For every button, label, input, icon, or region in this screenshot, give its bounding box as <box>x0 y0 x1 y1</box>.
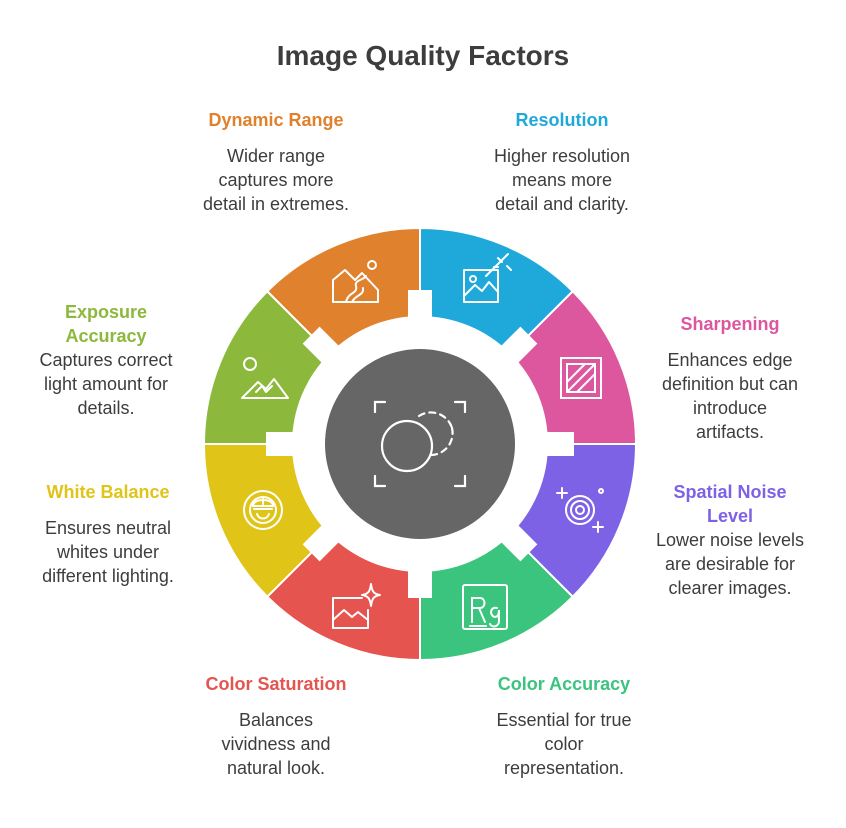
factor-exposure-accuracy: Exposure Accuracy Captures correct light… <box>6 300 206 420</box>
factor-title: Color Accuracy <box>497 674 631 694</box>
desc-line: Captures correct <box>39 350 173 370</box>
image-magic-icon <box>463 253 512 303</box>
rg-symbol-icon <box>462 584 508 630</box>
factor-title-line: Exposure <box>64 302 148 322</box>
desc-line: color <box>544 734 584 754</box>
factor-desc: Lower noise levels are desirable for cle… <box>630 528 830 600</box>
factor-sharpening: Sharpening Enhances edge definition but … <box>630 312 830 444</box>
desc-line: light amount for <box>43 374 169 394</box>
factor-title-line: Level <box>706 506 754 526</box>
factor-white-balance: White Balance Ensures neutral whites und… <box>8 480 208 588</box>
camera-lens-icon <box>373 400 467 488</box>
desc-line: natural look. <box>226 758 326 778</box>
desc-line: are desirable for <box>664 554 796 574</box>
factor-title: Resolution <box>515 110 609 130</box>
desc-line: introduce <box>692 398 768 418</box>
desc-line: Ensures neutral <box>44 518 172 538</box>
hatched-square-icon <box>560 357 602 399</box>
desc-line: Enhances edge <box>667 350 793 370</box>
image-sparkle-icon <box>332 583 381 629</box>
desc-line: artifacts. <box>695 422 765 442</box>
factor-title: Dynamic Range <box>208 110 344 130</box>
desc-line: details. <box>77 398 135 418</box>
factor-desc: Wider range captures more detail in extr… <box>176 144 376 216</box>
factor-desc: Enhances edge definition but can introdu… <box>630 348 830 444</box>
factor-title-line: Accuracy <box>65 326 147 346</box>
desc-line: representation. <box>503 758 625 778</box>
factor-desc: Ensures neutral whites under different l… <box>8 516 208 588</box>
factor-desc: Balances vividness and natural look. <box>176 708 376 780</box>
factor-title: Exposure Accuracy <box>6 300 206 348</box>
factor-desc: Essential for true color representation. <box>464 708 664 780</box>
center-circle <box>325 349 515 539</box>
worker-gear-icon <box>243 490 283 530</box>
factor-title: Sharpening <box>680 314 780 334</box>
desc-line: clearer images. <box>668 578 792 598</box>
factor-resolution: Resolution Higher resolution means more … <box>462 108 662 216</box>
desc-line: Wider range <box>226 146 326 166</box>
page-title: Image Quality Factors <box>276 40 570 71</box>
desc-line: whites under <box>56 542 160 562</box>
factor-color-accuracy: Color Accuracy Essential for true color … <box>464 672 664 780</box>
factor-dynamic-range: Dynamic Range Wider range captures more … <box>176 108 376 216</box>
desc-line: detail and clarity. <box>495 194 629 214</box>
desc-line: captures more <box>218 170 334 190</box>
factor-title-line: Spatial Noise <box>673 482 787 502</box>
factor-title: White Balance <box>46 482 170 502</box>
target-sparkle-icon <box>556 487 604 533</box>
desc-line: Lower noise levels <box>655 530 805 550</box>
factor-desc: Higher resolution means more detail and … <box>462 144 662 216</box>
factor-desc: Captures correct light amount for detail… <box>6 348 206 420</box>
desc-line: detail in extremes. <box>202 194 350 214</box>
desc-line: vividness and <box>221 734 331 754</box>
desc-line: Balances <box>238 710 314 730</box>
desc-line: different lighting. <box>42 566 174 586</box>
factor-title: Spatial Noise Level <box>630 480 830 528</box>
factor-title: Color Saturation <box>205 674 347 694</box>
landscape-road-icon <box>332 260 379 303</box>
factor-spatial-noise: Spatial Noise Level Lower noise levels a… <box>630 480 830 600</box>
factor-color-saturation: Color Saturation Balances vividness and … <box>176 672 376 780</box>
mountain-sun-icon <box>241 357 289 399</box>
desc-line: means more <box>511 170 613 190</box>
desc-line: Higher resolution <box>493 146 631 166</box>
desc-line: definition but can <box>661 374 799 394</box>
desc-line: Essential for true <box>496 710 632 730</box>
